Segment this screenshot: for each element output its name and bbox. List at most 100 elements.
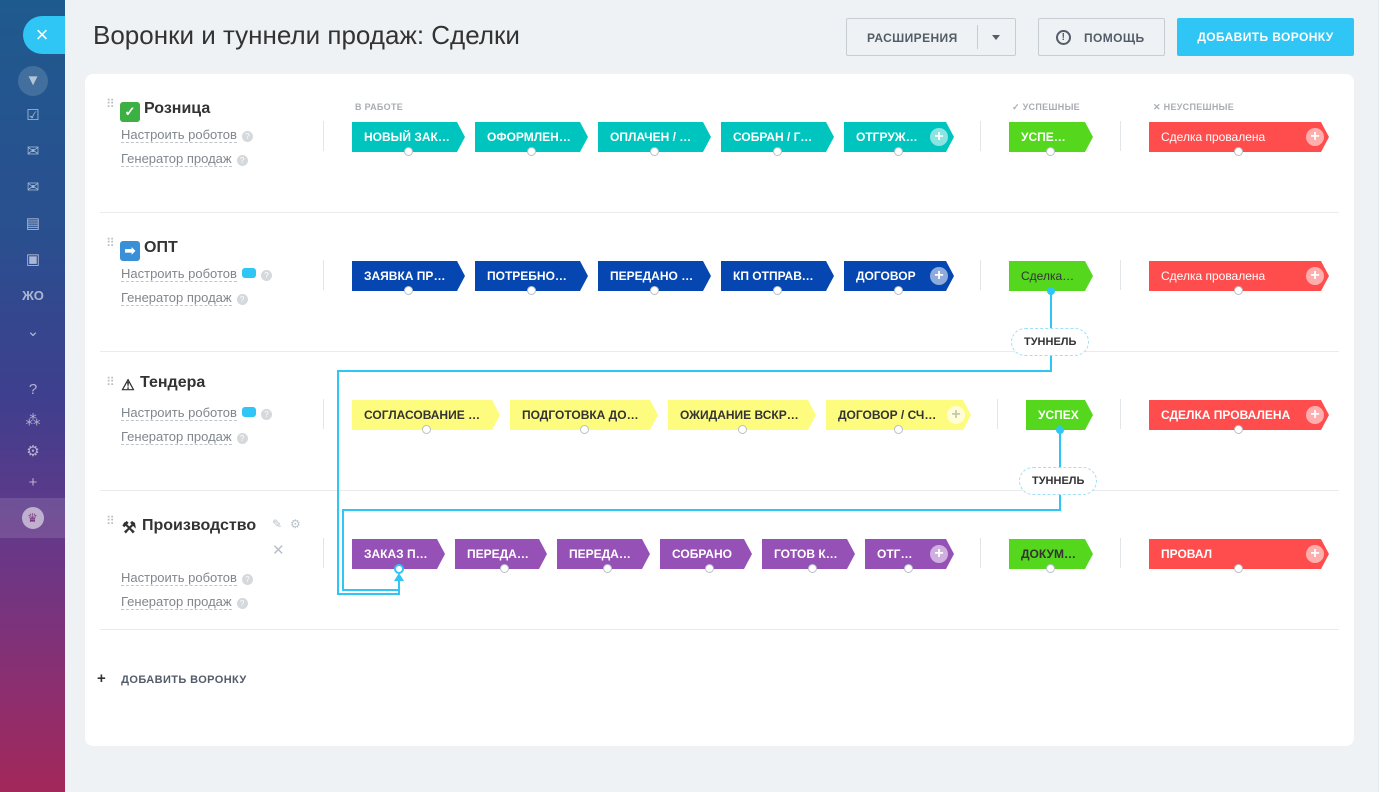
help-button[interactable]: ! ПОМОЩЬ xyxy=(1038,18,1165,56)
tunnel-connector[interactable] xyxy=(1234,147,1243,156)
tunnel-connector[interactable] xyxy=(650,286,659,295)
add-icon[interactable]: + xyxy=(28,474,38,491)
success-stage-chip[interactable]: Сделка успешна xyxy=(1009,261,1093,291)
tunnel-connector[interactable] xyxy=(894,147,903,156)
tunnel-target-connector[interactable] xyxy=(394,564,404,574)
help-icon[interactable]: ? xyxy=(260,270,272,281)
stage-chip[interactable]: ГОТОВ К ОТГРУЗКЕ xyxy=(762,539,855,569)
generator-link[interactable]: Генератор продаж xyxy=(121,594,232,610)
tunnel-connector[interactable] xyxy=(773,286,782,295)
more-icon[interactable]: ⌄ xyxy=(26,323,40,340)
tunnel-connector[interactable] xyxy=(603,564,612,573)
extensions-button[interactable]: РАСШИРЕНИЯ xyxy=(846,18,1016,56)
generator-link[interactable]: Генератор продаж xyxy=(121,429,232,445)
robots-link[interactable]: Настроить роботов xyxy=(121,127,237,143)
help-icon[interactable]: ? xyxy=(236,294,248,305)
add-pipeline-button[interactable]: ДОБАВИТЬ ВОРОНКУ xyxy=(1177,18,1354,56)
edit-icon[interactable]: ✎ xyxy=(272,517,283,531)
document-icon[interactable]: ▤ xyxy=(25,215,41,232)
tunnel-connector[interactable] xyxy=(738,425,747,434)
robot-icon xyxy=(241,407,256,417)
robots-link[interactable]: Настроить роботов xyxy=(121,570,237,586)
delete-icon[interactable]: ✕ xyxy=(272,542,285,559)
add-stage-icon[interactable]: + xyxy=(1306,545,1324,563)
mail-icon[interactable]: ✉ xyxy=(26,179,40,196)
robots-link[interactable]: Настроить роботов xyxy=(121,266,237,282)
plus-icon: + xyxy=(97,670,107,687)
tunnel-connector[interactable] xyxy=(705,564,714,573)
help-icon[interactable]: ? xyxy=(236,155,248,166)
contacts-icon[interactable]: ▣ xyxy=(25,251,41,268)
tunnel-label[interactable]: ТУННЕЛЬ xyxy=(1019,467,1098,495)
tunnel-connector[interactable] xyxy=(808,564,817,573)
generator-link[interactable]: Генератор продаж xyxy=(121,290,232,306)
tunnel-connector[interactable] xyxy=(1234,286,1243,295)
info-icon: ! xyxy=(1056,30,1071,45)
add-stage-icon[interactable]: + xyxy=(930,267,948,285)
tunnel-connector[interactable] xyxy=(404,147,413,156)
workgroup-label[interactable]: ЖО xyxy=(22,288,44,303)
crown-icon[interactable]: ♛ xyxy=(0,498,65,538)
drag-handle-icon[interactable]: ⠿ xyxy=(106,236,116,250)
chevron-down-icon[interactable] xyxy=(992,35,1000,40)
drag-handle-icon[interactable]: ⠿ xyxy=(106,514,116,528)
tunnel-connector[interactable] xyxy=(894,286,903,295)
tunnel-connector[interactable] xyxy=(527,286,536,295)
pipeline-row: ⠿ ⚒Производство ✎ ⚙ ✕ Настроить роботов?… xyxy=(100,491,1339,630)
close-icon[interactable]: × xyxy=(23,16,65,54)
gear-icon[interactable]: ⚙ xyxy=(290,517,301,531)
add-stage-icon[interactable]: + xyxy=(1306,128,1324,146)
tunnel-connector[interactable] xyxy=(404,286,413,295)
tunnel-endpoint[interactable] xyxy=(1047,287,1055,295)
tunnel-connector[interactable] xyxy=(773,147,782,156)
funnel-icon[interactable]: ▼ xyxy=(18,66,48,96)
tunnel-connector[interactable] xyxy=(894,425,903,434)
tunnel-connector[interactable] xyxy=(500,564,509,573)
drag-handle-icon[interactable]: ⠿ xyxy=(106,97,116,111)
help-icon[interactable]: ? xyxy=(241,131,253,142)
help-icon[interactable]: ? xyxy=(236,433,248,444)
tasks-icon[interactable]: ☑ xyxy=(26,107,40,124)
arrow-right-icon: ➡ xyxy=(120,241,140,261)
help-icon[interactable]: ? xyxy=(236,598,248,609)
tunnel-connector[interactable] xyxy=(1046,147,1055,156)
tunnel-endpoint[interactable] xyxy=(1056,426,1064,434)
tunnel-connector[interactable] xyxy=(904,564,913,573)
generator-link-row: Генератор продаж? xyxy=(121,289,248,307)
success-stage-chip[interactable]: УСПЕХ xyxy=(1026,400,1093,430)
divider xyxy=(323,260,324,290)
tunnel-connector[interactable] xyxy=(1234,564,1243,573)
robots-link-row: Настроить роботов? xyxy=(121,126,253,144)
right-panel-strip xyxy=(1378,0,1394,792)
structure-icon[interactable]: ⁂ xyxy=(25,412,41,429)
page-title: Воронки и туннели продаж: Сделки xyxy=(93,20,520,50)
tunnel-arrow xyxy=(394,573,404,581)
generator-link[interactable]: Генератор продаж xyxy=(121,151,232,167)
add-stage-icon[interactable]: + xyxy=(930,545,948,563)
tunnel-connector[interactable] xyxy=(422,425,431,434)
add-pipeline-link[interactable]: +ДОБАВИТЬ ВОРОНКУ xyxy=(97,670,247,687)
tunnel-connector[interactable] xyxy=(1234,425,1243,434)
settings-icon[interactable]: ⚙ xyxy=(26,443,40,460)
chat-icon[interactable]: ✉ xyxy=(26,143,40,160)
generator-link-row: Генератор продаж? xyxy=(121,150,248,168)
drag-handle-icon[interactable]: ⠿ xyxy=(106,375,116,389)
robots-link[interactable]: Настроить роботов xyxy=(121,405,237,421)
add-stage-icon[interactable]: + xyxy=(1306,406,1324,424)
help-icon[interactable]: ? xyxy=(28,381,38,398)
help-icon[interactable]: ? xyxy=(260,409,272,420)
divider xyxy=(1120,260,1121,290)
tunnel-label[interactable]: ТУННЕЛЬ xyxy=(1011,328,1090,356)
tunnel-connector[interactable] xyxy=(527,147,536,156)
help-icon[interactable]: ? xyxy=(241,574,253,585)
add-stage-icon[interactable]: + xyxy=(930,128,948,146)
tunnel-connector[interactable] xyxy=(580,425,589,434)
add-stage-icon[interactable]: + xyxy=(1306,267,1324,285)
divider xyxy=(1120,538,1121,568)
tunnel-connector[interactable] xyxy=(650,147,659,156)
robots-link-row: Настроить роботов? xyxy=(121,569,253,587)
tunnel-connector[interactable] xyxy=(1046,564,1055,573)
generator-link-row: Генератор продаж? xyxy=(121,428,248,446)
add-stage-icon[interactable]: + xyxy=(947,406,965,424)
stage-chip[interactable]: ПЕРЕДАНО В ЦЕХ xyxy=(557,539,650,569)
